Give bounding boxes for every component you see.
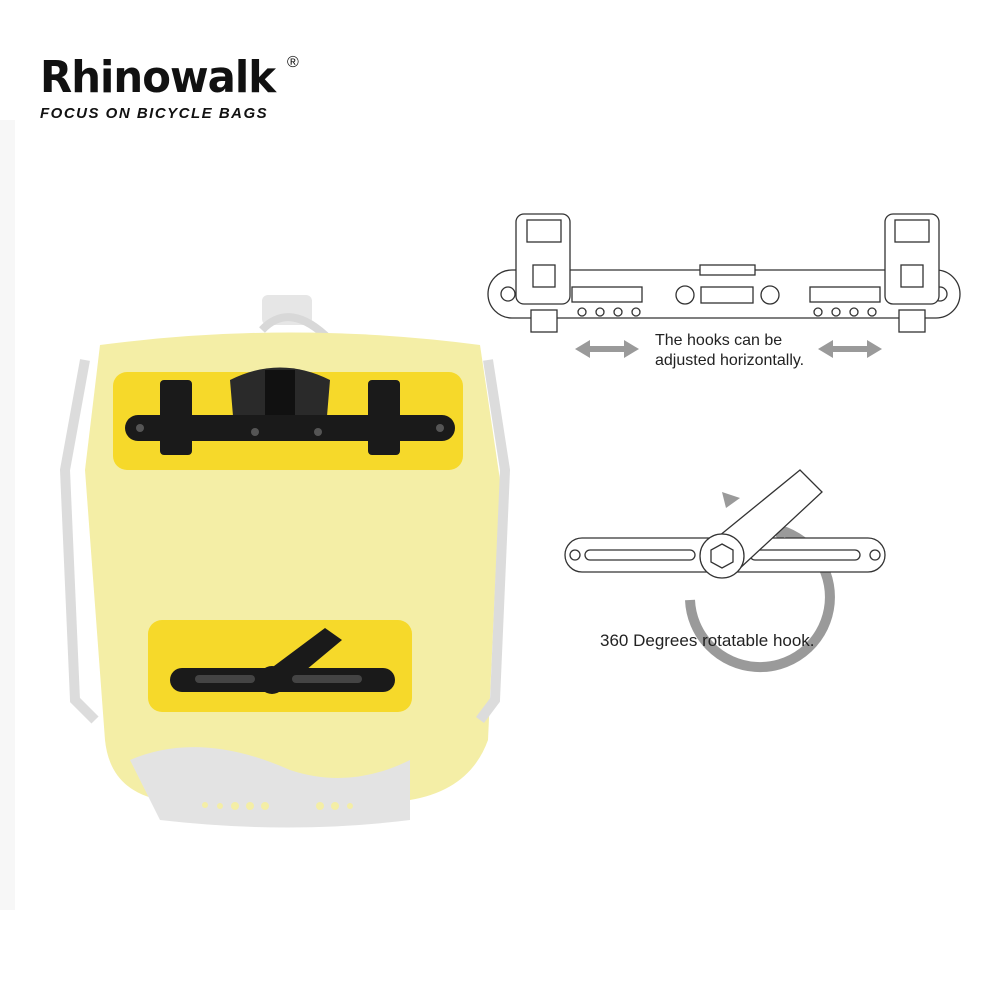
registered-mark: ®	[287, 54, 299, 71]
top-rail-photo	[125, 367, 455, 455]
brand-tagline: FOCUS ON BICYCLE BAGS	[40, 105, 269, 122]
brand-logo: Rhinowalk	[40, 52, 276, 103]
rotate-caption: 360 Degrees rotatable hook.	[600, 631, 815, 650]
double-arrow-icon	[575, 340, 882, 358]
rotatable-hook-diagram	[564, 469, 886, 673]
horizontal-caption-line2: adjusted horizontally.	[655, 352, 805, 369]
horizontal-caption-line1: The hooks can be	[655, 332, 783, 349]
bottom-hook-photo	[170, 628, 395, 694]
horizontal-hook-diagram	[487, 213, 961, 333]
